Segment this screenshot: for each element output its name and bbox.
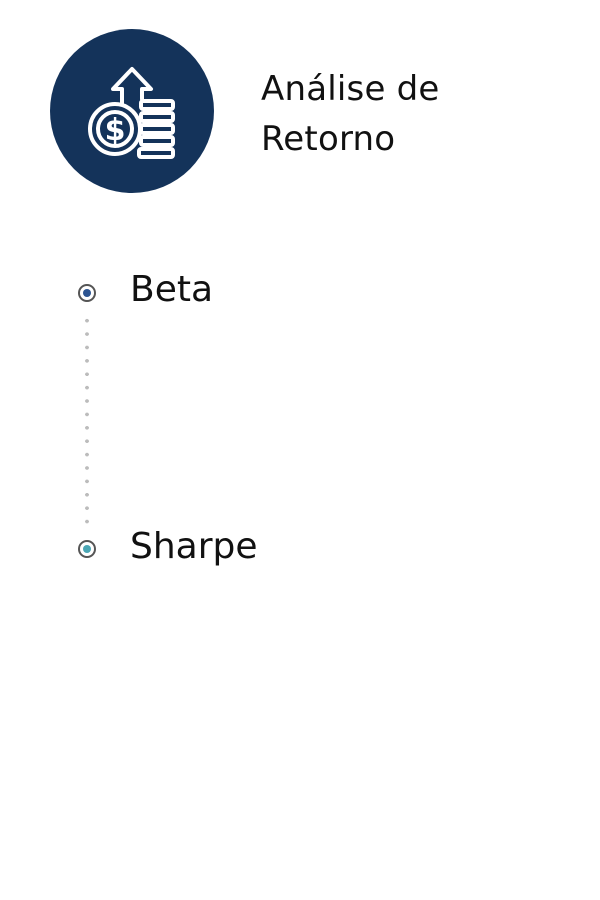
page-title: Análise de Retorno xyxy=(261,64,581,164)
money-growth-icon: $ xyxy=(88,67,175,159)
timeline-dot-sharpe[interactable] xyxy=(78,540,96,558)
svg-text:$: $ xyxy=(105,113,126,148)
timeline-dot-beta[interactable] xyxy=(78,284,96,302)
timeline-item-beta[interactable]: Beta xyxy=(130,269,214,310)
money-growth-icon-badge: $ xyxy=(50,29,214,193)
timeline-item-sharpe[interactable]: Sharpe xyxy=(130,526,258,567)
timeline-connector xyxy=(85,314,89,528)
page-title-line-1: Análise de xyxy=(261,69,440,109)
page-title-line-2: Retorno xyxy=(261,119,396,159)
